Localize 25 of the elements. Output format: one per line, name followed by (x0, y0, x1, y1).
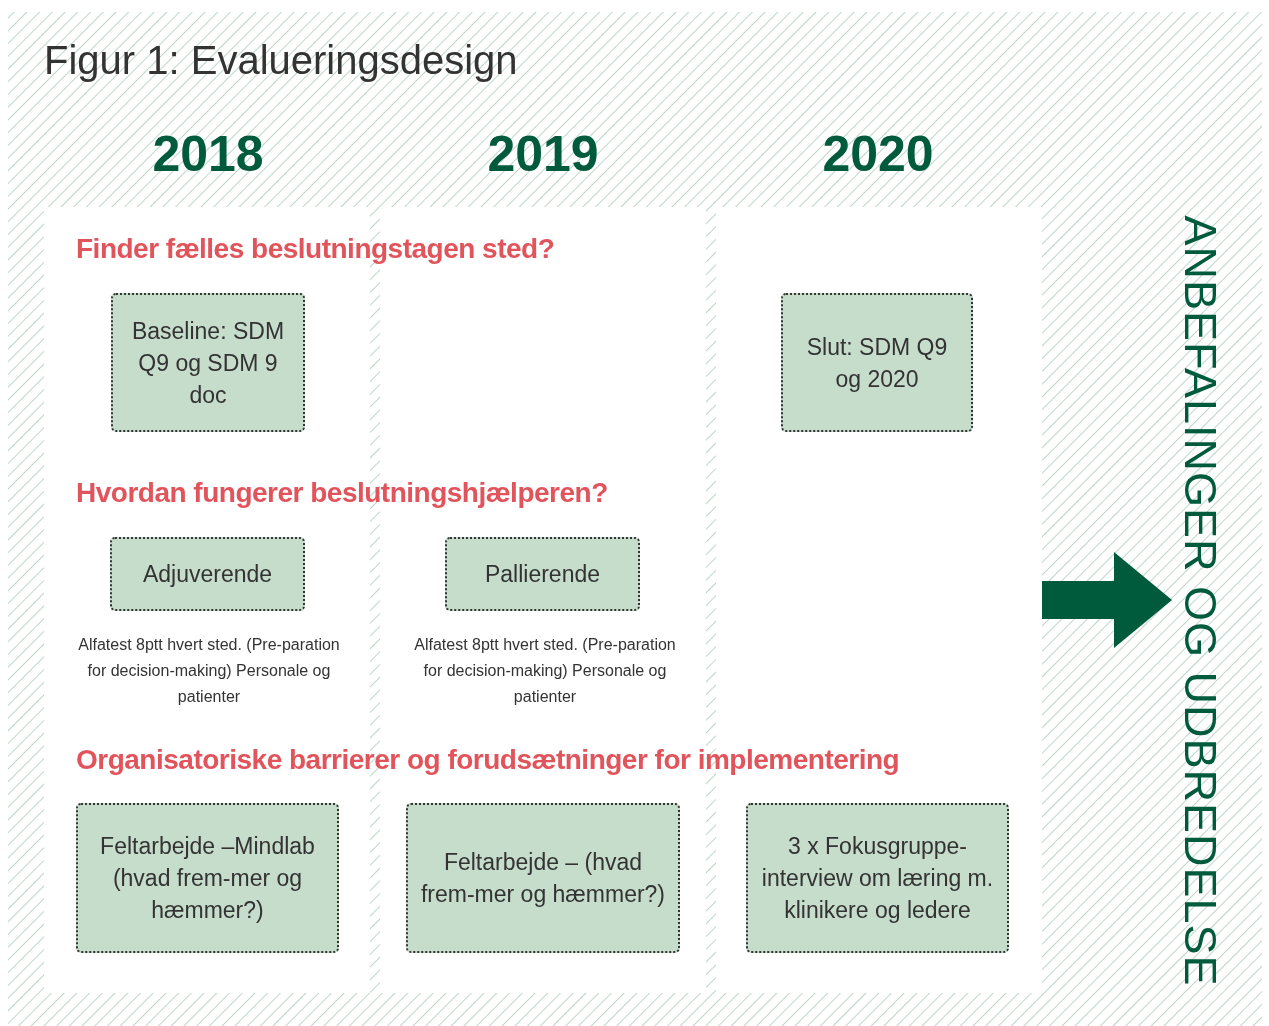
vertical-heading: ANBEFALINGER OG UDBREDELSE (1175, 206, 1225, 996)
box-text: Adjuverende (142, 560, 273, 589)
block-arrow (1042, 552, 1172, 648)
section-heading: Organisatoriske barrierer og forudsætninger for implementering (76, 744, 900, 776)
year-heading: 2019 (486, 125, 600, 183)
box-caption: Alfatest 8ptt hvert sted. (Pre-paration for decision-making) Personale og patienter (77, 635, 341, 707)
box-caption: Alfatest 8ptt hvert sted. (Pre-paration for decision-making) Personale og patienter (413, 635, 677, 707)
box-text: Baseline: SDM Q9 og SDM 9 doc (130, 316, 286, 410)
section-heading: Finder fælles beslutningstagen sted? (76, 233, 555, 265)
box-text: Slut: SDM Q9 og 2020 (805, 332, 949, 394)
process-box (110, 537, 305, 611)
process-box (445, 537, 640, 611)
box-text: Feltarbejde –Mindlab (hvad frem-mer og hæmmer?) (99, 832, 316, 925)
process-box (406, 803, 680, 953)
box-text: Feltarbejde – (hvad frem-mer og hæmmer?) (419, 848, 667, 909)
process-box (781, 293, 973, 432)
box-text: Pallierende (484, 560, 601, 589)
process-box (111, 293, 305, 432)
year-heading: 2018 (151, 125, 265, 183)
box-text: 3 x Fokusgruppe-interview om læring m. klinikere og ledere (760, 832, 995, 925)
year-heading: 2020 (821, 125, 935, 183)
diagram-title: Figur 1: Evalueringsdesign (44, 38, 518, 83)
process-box (76, 803, 339, 953)
process-box (746, 803, 1009, 953)
section-heading: Hvordan fungerer beslutningshjælperen? (76, 477, 608, 509)
